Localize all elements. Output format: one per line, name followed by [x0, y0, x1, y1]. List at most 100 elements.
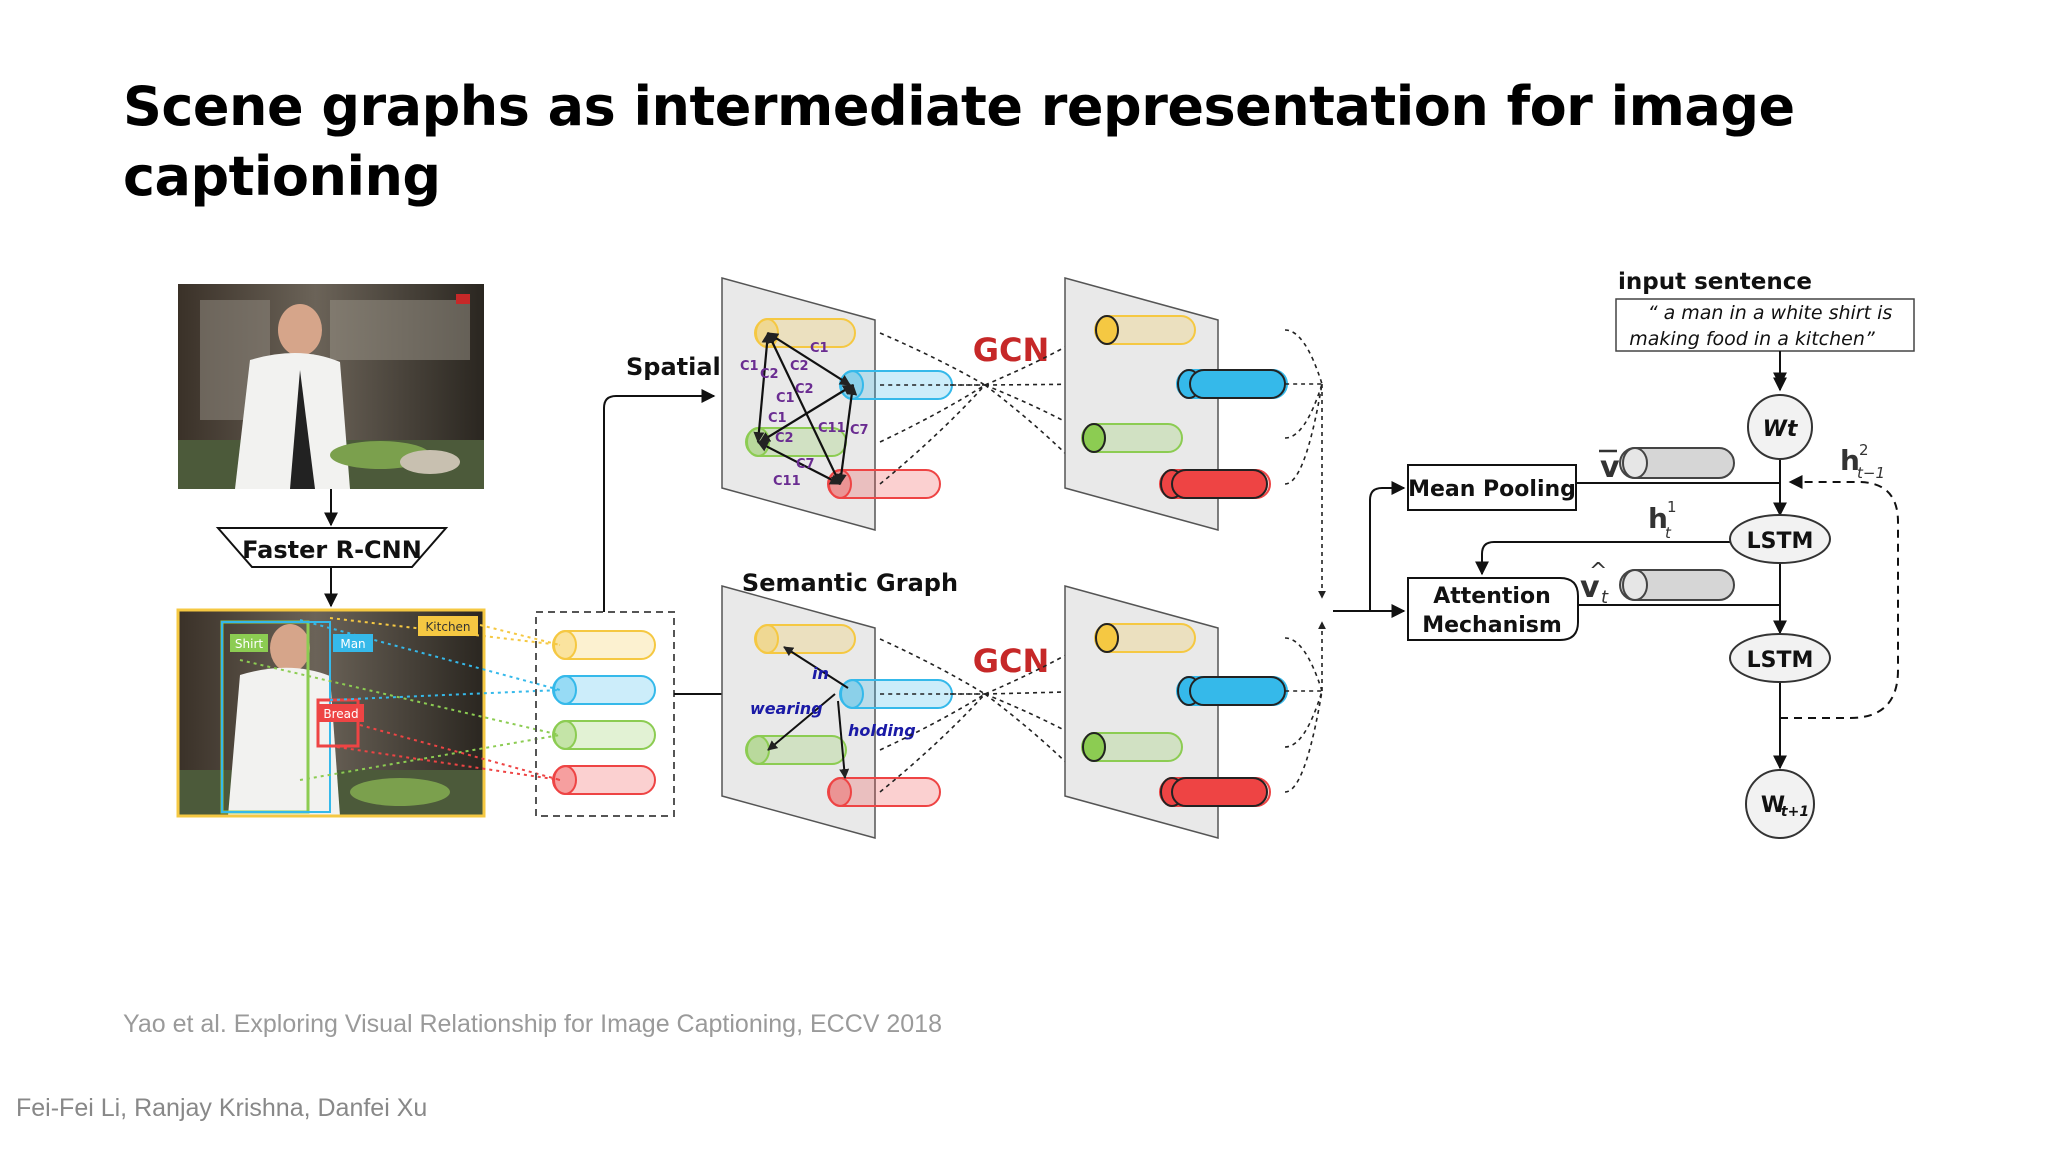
spatial-edge-label: C11: [773, 474, 801, 489]
faster-rcnn-block: Faster R-CNN: [215, 527, 449, 568]
relation-holding: holding: [848, 721, 916, 740]
h1-label: h 1 t: [1648, 498, 1677, 542]
svg-text:t−1: t−1: [1857, 464, 1885, 482]
spatial-edge-label: C1: [740, 359, 759, 374]
gcn-flow: [984, 693, 1096, 748]
gcn-flow: [984, 329, 1096, 386]
spatial-edge-label: C2: [775, 431, 794, 446]
gcn-flow: [879, 693, 986, 793]
v-hat-subscript: t: [1601, 587, 1609, 608]
svg-text:^: ^: [1589, 559, 1607, 584]
mean-feature-vector: v: [1599, 447, 1735, 485]
gcn-flow: [879, 638, 986, 695]
h2-label: h 2 t−1: [1840, 441, 1885, 482]
detection-photo: Shirt Man Kitchen Bread: [176, 608, 486, 818]
man-box-label: Man: [340, 637, 365, 651]
feature-merge-lines: [1284, 329, 1326, 793]
word-output-node: W t+1: [1745, 769, 1815, 839]
gcn-flow: [984, 384, 1096, 439]
region-features-box: [535, 611, 675, 817]
citation: Yao et al. Exploring Visual Relationship…: [123, 1010, 942, 1038]
attention-label-line1: Attention: [1433, 584, 1550, 609]
input-sentence-label: input sentence: [1618, 269, 1812, 295]
mean-pooling-label: Mean Pooling: [1408, 477, 1576, 502]
kitchen-box-label: Kitchen: [425, 620, 470, 634]
semantic-node-cyan: [839, 679, 953, 709]
lstm-top-node: LSTM: [1729, 514, 1831, 564]
spatial-edge-label: C1: [810, 341, 829, 356]
svg-text:h: h: [1648, 502, 1668, 535]
svg-text:1: 1: [1667, 498, 1677, 516]
region-feature-vectors: [552, 630, 656, 795]
v-hat-symbol: v: [1580, 570, 1600, 605]
spatial-node-red: [827, 469, 941, 499]
svg-text:h: h: [1840, 444, 1860, 477]
region-feature-green: [552, 720, 656, 750]
authors-footer: Fei-Fei Li, Ranjay Krishna, Danfei Xu: [16, 1094, 428, 1122]
output-node-cap: [1082, 732, 1106, 762]
semantic-node-green: [745, 735, 847, 765]
output-node-cap: [1095, 623, 1119, 653]
semantic-node-red: [827, 777, 941, 807]
gcn-flow: [879, 693, 986, 751]
merge-flow: [1284, 690, 1323, 748]
region-feature-yellow: [552, 630, 656, 660]
gcn-top-label: GCN: [973, 331, 1050, 369]
lstm-bottom-node: LSTM: [1729, 633, 1831, 683]
output-node-bar: [1171, 777, 1268, 807]
merge-flow: [1284, 637, 1323, 692]
svg-text:W: W: [1761, 793, 1785, 818]
attended-feature-vector: v ^ t: [1580, 559, 1735, 608]
merge-to-decoder: [1333, 481, 1406, 618]
spatial-edge-label: C11: [818, 421, 846, 436]
gcn-flow: [879, 384, 986, 485]
decoder-connections: [1475, 348, 1899, 770]
relation-in: in: [812, 664, 829, 683]
svg-text:“ a man in a white shirt is: “ a man in a white shirt is: [1648, 302, 1893, 324]
output-node-cap: [1082, 423, 1106, 453]
svg-text:LSTM: LSTM: [1747, 529, 1814, 554]
spatial-edge-label: C2: [795, 382, 814, 397]
gcn-flow: [984, 384, 1096, 485]
output-node-cap: [1095, 315, 1119, 345]
semantic-node-yellow: [754, 624, 856, 654]
faster-rcnn-label: Faster R-CNN: [242, 536, 422, 564]
region-feature-red: [552, 765, 656, 795]
merge-flow: [1284, 329, 1323, 385]
spatial-graph-edges: [753, 331, 858, 486]
shirt-box-label: Shirt: [235, 637, 263, 651]
svg-text:Wt: Wt: [1763, 417, 1799, 442]
spatial-edge-label: C2: [790, 359, 809, 374]
attention-label-line2: Mechanism: [1422, 613, 1562, 638]
gcn-bottom-label: GCN: [973, 642, 1050, 680]
gcn-flow: [879, 332, 986, 386]
gcn-message-passing: [879, 329, 1096, 793]
word-input-node: Wt: [1747, 394, 1813, 460]
region-projection-lines: [239, 617, 561, 781]
spatial-edge-label: C2: [760, 367, 779, 382]
spatial-edge-label: C7: [850, 423, 869, 438]
output-node-bar: [1189, 369, 1286, 399]
svg-text:t+1: t+1: [1781, 804, 1809, 820]
refined-region-features: [1081, 315, 1288, 807]
spatial-edge-label: C7: [796, 457, 815, 472]
semantic-graph-label: Semantic Graph: [742, 569, 958, 597]
svg-text:making food in a kitchen”: making food in a kitchen”: [1629, 328, 1875, 350]
input-sentence-box: “ a man in a white shirt is making food …: [1615, 298, 1915, 352]
output-node-bar: [1171, 469, 1268, 499]
bread-box-label: Bread: [323, 707, 358, 721]
spatial-node-cyan: [839, 370, 953, 400]
mean-pooling-block: Mean Pooling: [1407, 464, 1577, 511]
kitchen-photo: [178, 284, 484, 489]
semantic-graph-edges: [767, 646, 850, 779]
spatial-edge-label: C1: [776, 391, 795, 406]
gcn-flow: [984, 637, 1096, 695]
merge-flow: [1284, 690, 1323, 793]
slide-title: Scene graphs as intermediate representat…: [123, 75, 1795, 208]
v-bar-symbol: v: [1600, 450, 1620, 485]
merge-flow: [1284, 383, 1323, 439]
svg-text:2: 2: [1859, 441, 1869, 459]
gcn-flow: [879, 384, 986, 443]
attention-block: Attention Mechanism: [1407, 577, 1579, 641]
